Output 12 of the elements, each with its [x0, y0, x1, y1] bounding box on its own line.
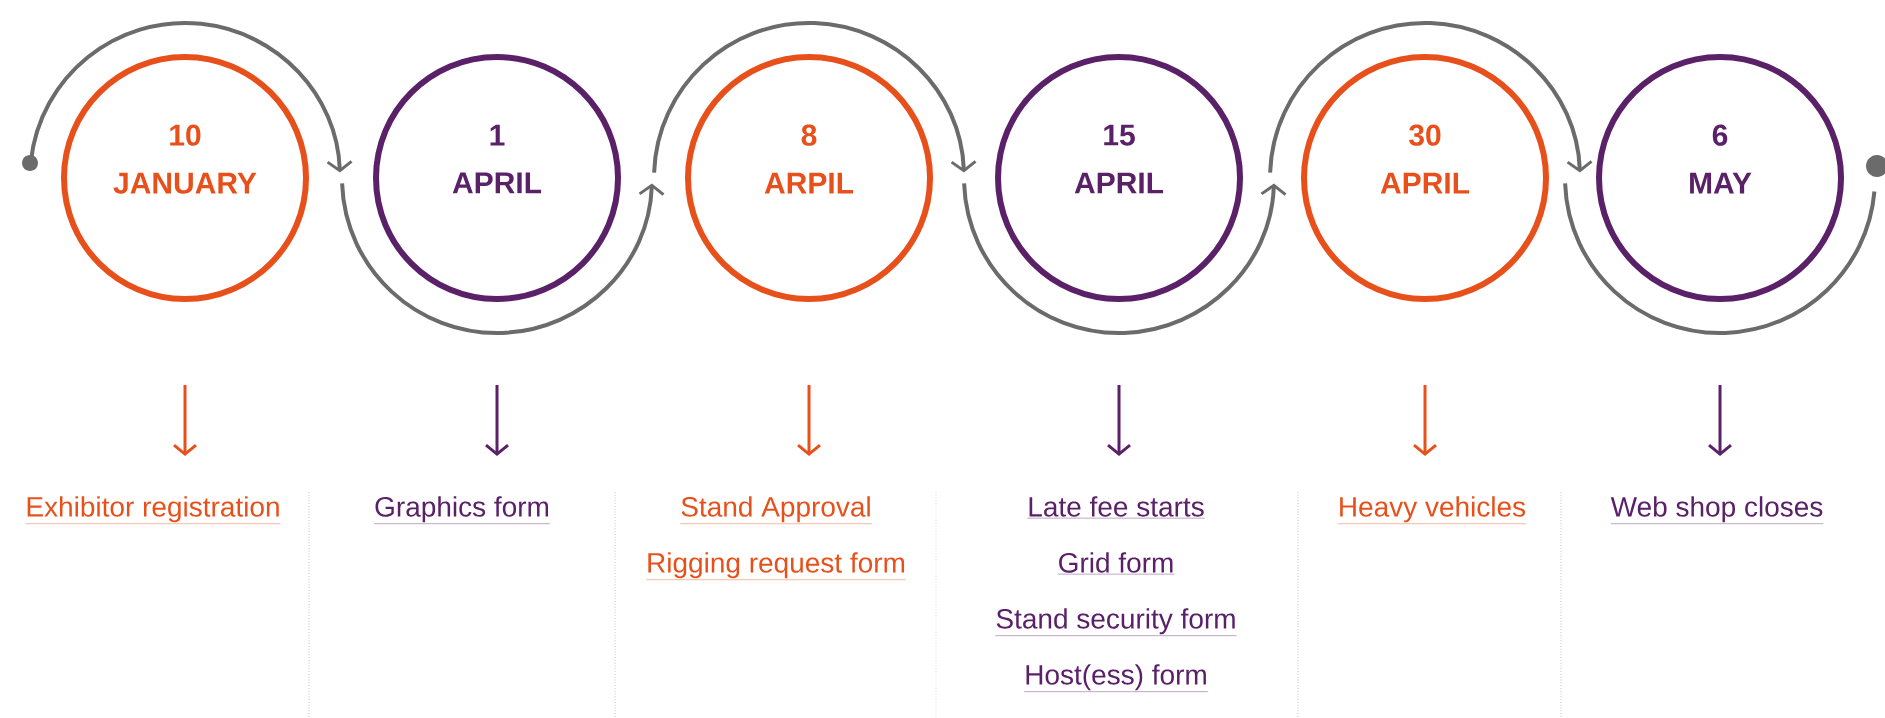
task-links: Graphics form: [373, 496, 551, 524]
arrow: [797, 385, 821, 456]
task-links: Heavy vehicles: [1337, 496, 1527, 524]
task-links: Stand Approval Rigging request form: [645, 496, 907, 580]
arrow: [1413, 385, 1437, 456]
task-links: Exhibitor registration: [25, 496, 281, 524]
arrow: [173, 385, 197, 456]
arrow: [485, 385, 509, 456]
task-links: Web shop closes: [1610, 496, 1824, 524]
task-links: Late fee starts Grid form Stand security form Host(ess) form: [995, 496, 1237, 692]
arrow: [1107, 385, 1131, 456]
arrow: [1708, 385, 1732, 456]
